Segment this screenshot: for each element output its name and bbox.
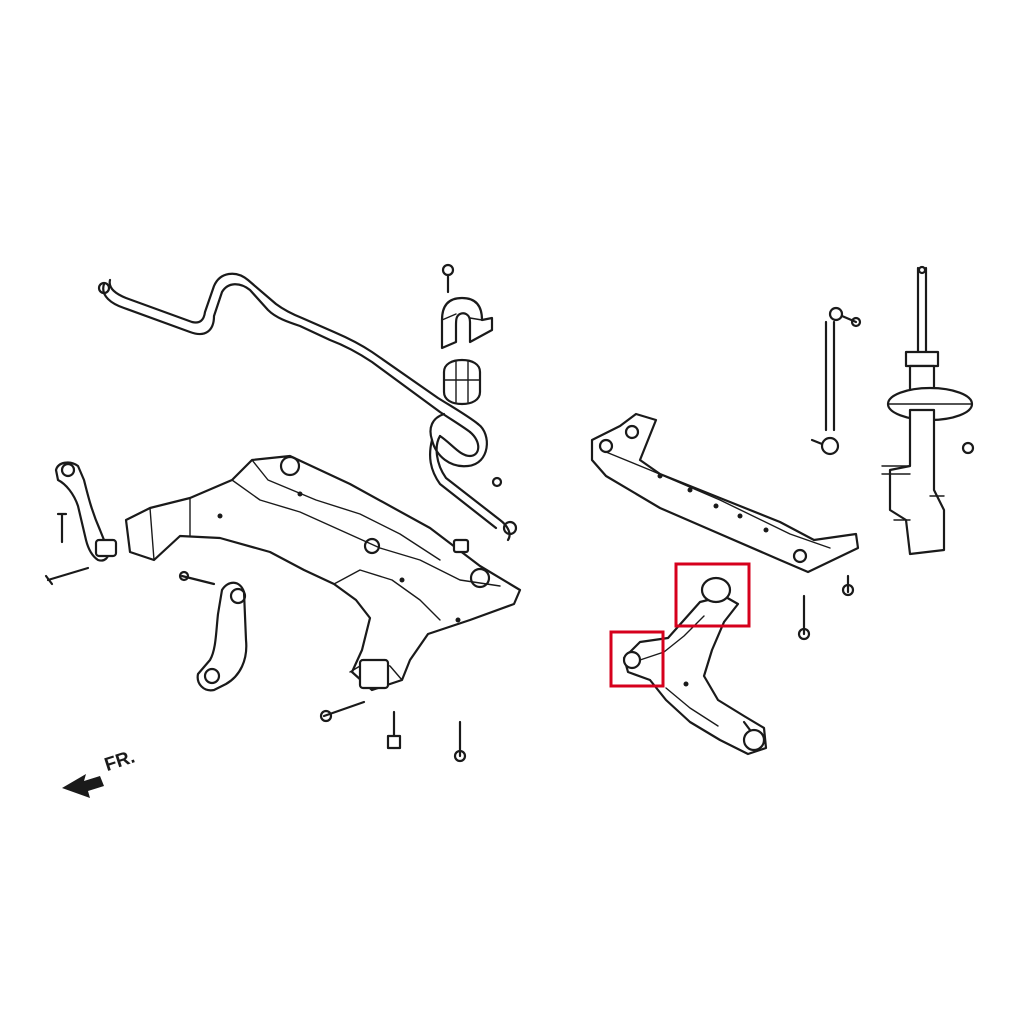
plate-bolts <box>797 574 855 641</box>
nut <box>491 476 503 488</box>
subframe-bolts <box>319 700 467 763</box>
left-stabilizer-link <box>44 461 118 586</box>
stabilizer-clamp <box>440 263 494 350</box>
nut <box>452 538 470 554</box>
stabilizer-bar <box>97 272 518 542</box>
front-suspension-member <box>124 454 522 692</box>
transverse-link <box>622 576 768 756</box>
strut-assembly <box>881 265 975 556</box>
rear-bushing-highlight <box>674 562 751 628</box>
stabilizer-connecting-rod <box>810 306 862 456</box>
left-knuckle-bracket <box>178 570 248 692</box>
stabilizer-bushing <box>442 358 482 406</box>
front-cross-member-plate <box>590 412 860 574</box>
front-direction-arrow-icon <box>62 774 104 798</box>
front-bushing-highlight <box>609 630 665 688</box>
